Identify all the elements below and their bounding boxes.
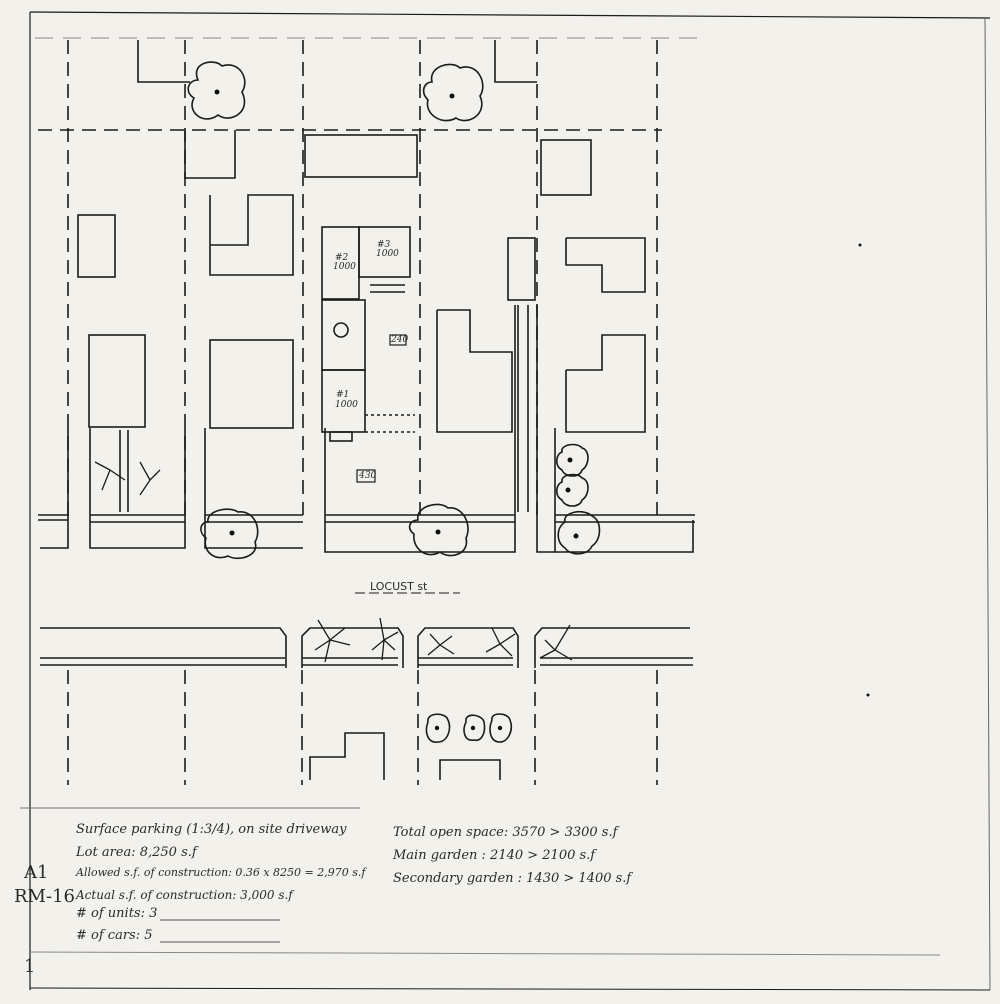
note-allowed-construction: Allowed s.f. of construction: 0.36 x 825… <box>76 866 366 879</box>
unit-3-area: 1000 <box>376 249 399 259</box>
note-parking: Surface parking (1:3/4), on site drivewa… <box>76 822 347 837</box>
unit-1-area: 1000 <box>335 400 358 410</box>
unit-2-area: 1000 <box>333 262 356 272</box>
note-actual-construction: Actual s.f. of construction: 3,000 s.f <box>76 888 293 902</box>
note-main-garden: Main garden : 2140 > 2100 s.f <box>393 848 596 863</box>
note-units: # of units: 3 <box>76 906 158 921</box>
yard-label-lower: 430 <box>359 471 377 481</box>
zoning-zone: RM-16 <box>14 886 75 907</box>
street-name: LOCUST st <box>370 580 428 593</box>
yard-label-upper: 240 <box>391 335 409 345</box>
note-secondary-garden: Secondary garden : 1430 > 1400 s.f <box>393 871 632 886</box>
sheet-number: 1 <box>24 956 36 977</box>
note-total-open-space: Total open space: 3570 > 3300 s.f <box>393 825 618 840</box>
note-cars: # of cars: 5 <box>76 928 153 943</box>
unit-1-tag: #1 <box>336 390 350 400</box>
note-lot-area: Lot area: 8,250 s.f <box>76 845 197 860</box>
unit-3-tag: #3 <box>377 240 391 250</box>
zoning-code: A1 <box>24 862 49 883</box>
unit-2-tag: #2 <box>335 253 349 263</box>
